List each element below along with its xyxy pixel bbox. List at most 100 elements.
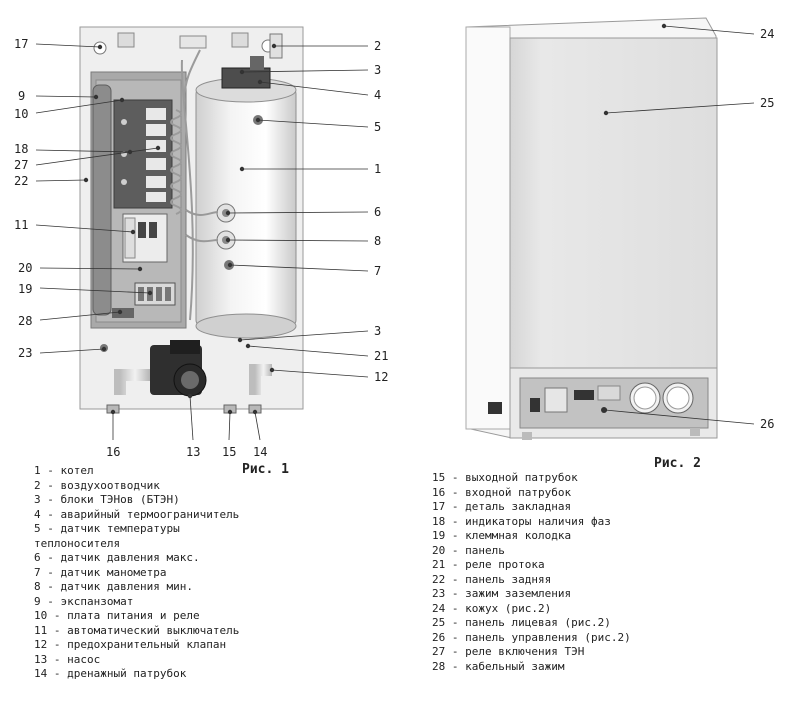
legend-item-text: клеммная колодка <box>465 529 572 542</box>
legend-item: 3 - блоки ТЭНов (БТЭН) <box>34 493 180 506</box>
legend-item-number: 21 <box>432 558 446 571</box>
figure1-boiler <box>79 26 304 414</box>
legend-item: 5 - датчик температуры <box>34 522 180 535</box>
callout-18: 18 <box>14 142 29 156</box>
callout-11: 11 <box>14 218 29 232</box>
callout-3: 3 <box>374 63 382 77</box>
legend-item: 24 - кожух (рис.2) <box>432 601 552 615</box>
legend-item-number: 3 <box>34 493 41 506</box>
callout-27: 27 <box>14 158 29 172</box>
callout-2: 2 <box>374 39 382 53</box>
legend-item-number: 8 <box>34 580 41 593</box>
legend-item: 9 - экспанзомат <box>34 594 134 608</box>
legend-item: 21 - реле протока <box>432 558 545 571</box>
legend-item: 23 - зажим заземления <box>432 587 572 600</box>
callout-15: 15 <box>222 445 237 459</box>
callout-6: 6 <box>374 205 382 219</box>
callout-19: 19 <box>18 282 33 296</box>
legend-item-text: датчик давления макс. <box>60 551 200 564</box>
legend-item-text: выходной патрубок <box>465 471 578 484</box>
legend-item-number: 24 <box>432 601 446 615</box>
callout-20: 20 <box>18 261 33 275</box>
legend-item: 12 - предохранительный клапан <box>34 638 227 651</box>
legend-item: 6 - датчик давления макс. <box>34 551 200 564</box>
legend-item: 22 - панель задняя <box>432 572 552 586</box>
legend-item-number: 6 <box>34 551 41 564</box>
legend-item: 1 - котел <box>34 464 94 477</box>
legend-item: 8 - датчик давления мин. <box>34 580 193 593</box>
legend-item-text: деталь закладная <box>465 500 572 513</box>
legend-item-text: панель лицевая (рис.2) <box>465 616 611 629</box>
legend-item-text: насос <box>67 652 101 666</box>
legend-item: 14 - дренажный патрубок <box>34 667 187 680</box>
legend-item-number: 28 <box>432 659 446 673</box>
figure1-leaders <box>35 43 369 441</box>
legend-item-text: индикаторы наличия фаз <box>465 514 611 528</box>
legend-item-number: 4 <box>34 507 41 521</box>
callout-21: 21 <box>374 349 389 363</box>
legend-item-text: датчик температуры <box>60 522 180 535</box>
legend-item: 26 - панель управления (рис.2) <box>432 630 631 644</box>
figure1-caption: Рис. 1 <box>242 462 289 477</box>
figure2-caption: Рис. 2 <box>654 456 701 471</box>
callout-10: 10 <box>14 107 29 121</box>
legend-item-text: плата питания и реле <box>67 609 200 622</box>
legend-item-number: 12 <box>34 638 48 651</box>
legend-item: 11 - автоматический выключатель <box>34 623 240 637</box>
callout-3b: 3 <box>374 324 382 338</box>
legend-item: 15 - выходной патрубок <box>432 471 578 484</box>
legend-item: 4 - аварийный термоограничитель <box>34 507 240 521</box>
legend-item-text: зажим заземления <box>465 587 572 600</box>
callout-23: 23 <box>18 346 33 360</box>
figure2-boiler <box>465 17 718 440</box>
legend-item-number: 27 <box>432 645 446 658</box>
legend-item: 10 - плата питания и реле <box>34 609 200 622</box>
legend-item: 27 - реле включения ТЭН <box>432 645 585 658</box>
legend-item-text: воздухоотводчик <box>60 478 160 492</box>
legend-item-text: входной патрубок <box>465 485 572 499</box>
legend-item-text: теплоносителя <box>34 536 121 550</box>
legend-item-text: дренажный патрубок <box>67 667 187 680</box>
callout-24: 24 <box>760 27 775 41</box>
legend-item-number: 25 <box>432 616 446 629</box>
legend-item-number: 14 <box>34 667 48 680</box>
legend-item-number: 13 <box>34 652 48 666</box>
callout-28: 28 <box>18 314 33 328</box>
legend-item-text: панель задняя <box>465 572 552 586</box>
callout-17: 17 <box>14 37 29 51</box>
legend-item-number: 5 <box>34 522 41 535</box>
legend-item-number: 2 <box>34 478 41 492</box>
callout-9: 9 <box>18 89 26 103</box>
legend-item-number: 10 <box>34 609 48 622</box>
callout-5: 5 <box>374 120 382 134</box>
legend-item: 25 - панель лицевая (рис.2) <box>432 616 611 629</box>
legend-item-text: панель <box>465 543 505 557</box>
legend-item: 13 - насос <box>34 652 101 666</box>
legend-item: 19 - клеммная колодка <box>432 529 572 542</box>
callout-26: 26 <box>760 417 775 431</box>
legend-item-number: 22 <box>432 572 446 586</box>
legend-item-text: аварийный термоограничитель <box>60 507 240 521</box>
legend-item: 20 - панель <box>432 543 505 557</box>
legend-item-text: котел <box>60 464 94 477</box>
legend-item-number: 23 <box>432 587 446 600</box>
callout-12: 12 <box>374 370 389 384</box>
legend-item-number: 20 <box>432 543 446 557</box>
legend-item-text: экспанзомат <box>60 594 134 608</box>
legend-item-number: 16 <box>432 485 446 499</box>
legend-item: 17 - деталь закладная <box>432 500 572 513</box>
legend-item-text: блоки ТЭНов (БТЭН) <box>60 493 180 506</box>
legend-item-number: 9 <box>34 594 41 608</box>
legend-item-number: 7 <box>34 565 41 579</box>
legend-item: 16 - входной патрубок <box>432 485 572 499</box>
legend-item: 18 - индикаторы наличия фаз <box>432 514 611 528</box>
callout-8: 8 <box>374 234 382 248</box>
legend-item-text: датчик манометра <box>60 565 167 579</box>
callout-13: 13 <box>186 445 201 459</box>
callout-1: 1 <box>374 162 382 176</box>
callout-16: 16 <box>106 445 121 459</box>
legend-item-number: 15 <box>432 471 446 484</box>
